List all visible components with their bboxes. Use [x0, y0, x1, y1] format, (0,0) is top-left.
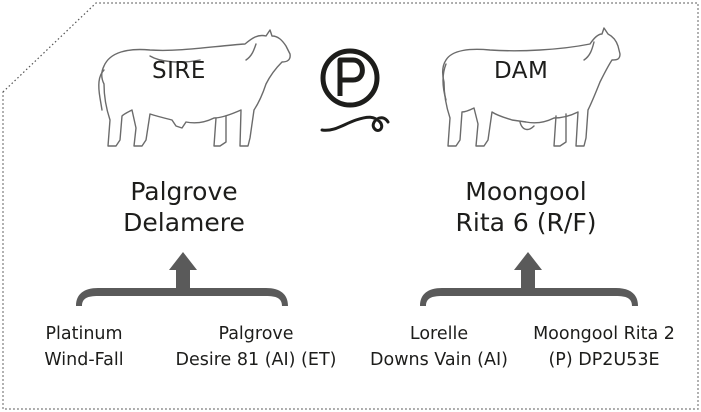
dam-granddam-line2: (P) DP2U53E: [548, 350, 660, 370]
sire-name-line2: Delamere: [123, 208, 245, 237]
dam-name: Moongool Rita 6 (R/F): [436, 176, 616, 238]
sire-granddam: Palgrove Desire 81 (AI) (ET): [158, 321, 354, 373]
sire-name: Palgrove Delamere: [98, 176, 270, 238]
dam-granddam-line1: Moongool Rita 2: [533, 324, 675, 344]
sire-tag: SIRE: [152, 58, 206, 84]
sire-name-line1: Palgrove: [130, 177, 238, 206]
sire-granddam-line1: Palgrove: [218, 324, 294, 344]
dam-grandsire: Lorelle Downs Vain (AI): [358, 321, 520, 373]
dam-name-line2: Rita 6 (R/F): [455, 208, 597, 237]
sire-grandsire-line1: Platinum: [45, 324, 123, 344]
sire-grandsire: Platinum Wind-Fall: [24, 321, 144, 373]
sire-granddam-line2: Desire 81 (AI) (ET): [175, 350, 337, 370]
dam-tag: DAM: [494, 58, 549, 84]
sire-grandsire-line2: Wind-Fall: [44, 350, 124, 370]
dam-granddam: Moongool Rita 2 (P) DP2U53E: [520, 321, 688, 373]
dam-grandsire-line1: Lorelle: [409, 324, 469, 344]
dam-grandsire-line2: Downs Vain (AI): [370, 350, 508, 370]
dam-name-line1: Moongool: [465, 177, 587, 206]
